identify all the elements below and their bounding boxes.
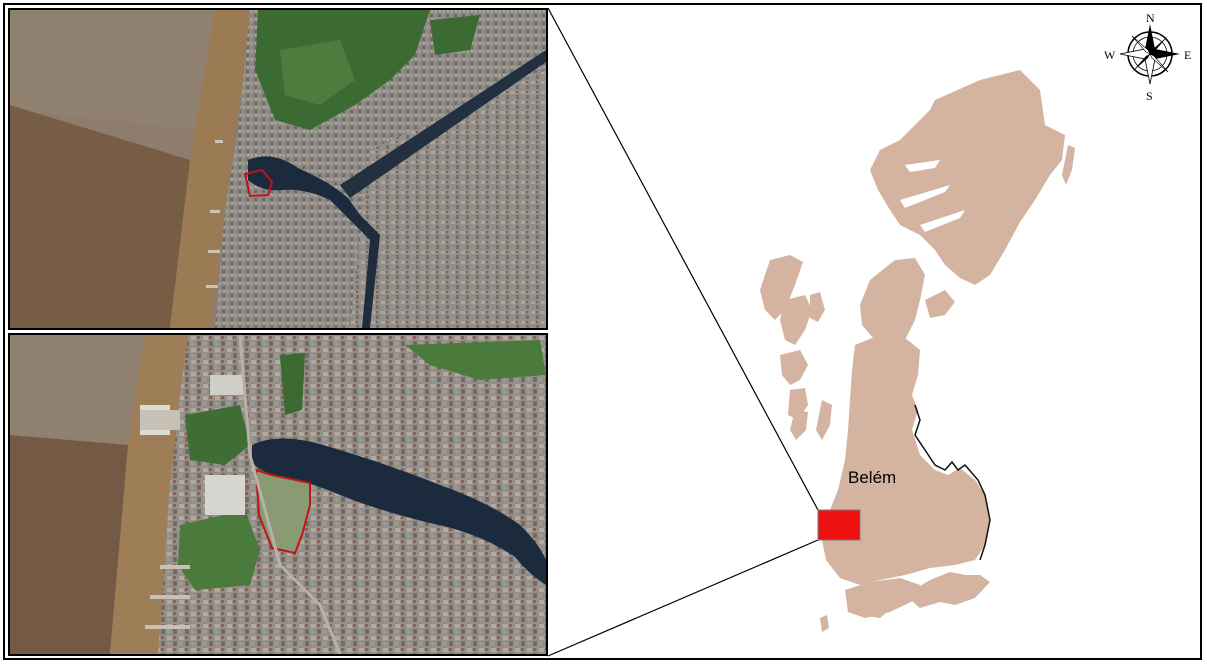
compass-west-label: W <box>1104 48 1116 62</box>
compass-rose-icon: N S E W <box>1104 11 1191 103</box>
satellite-overview-panel <box>8 8 548 330</box>
compass-south-label: S <box>1146 89 1153 103</box>
compass-east-label: E <box>1184 48 1191 62</box>
satellite-overview-image <box>10 10 546 328</box>
satellite-detail-image <box>10 335 546 654</box>
leader-line-top <box>547 7 819 511</box>
municipal-boundary <box>914 404 991 561</box>
leader-line-bottom <box>547 539 819 657</box>
study-area-locator-box <box>817 509 861 541</box>
city-label: Belém <box>848 468 896 487</box>
belem-landmass <box>760 70 1075 632</box>
compass-north-label: N <box>1146 11 1155 25</box>
satellite-detail-panel <box>8 333 548 656</box>
